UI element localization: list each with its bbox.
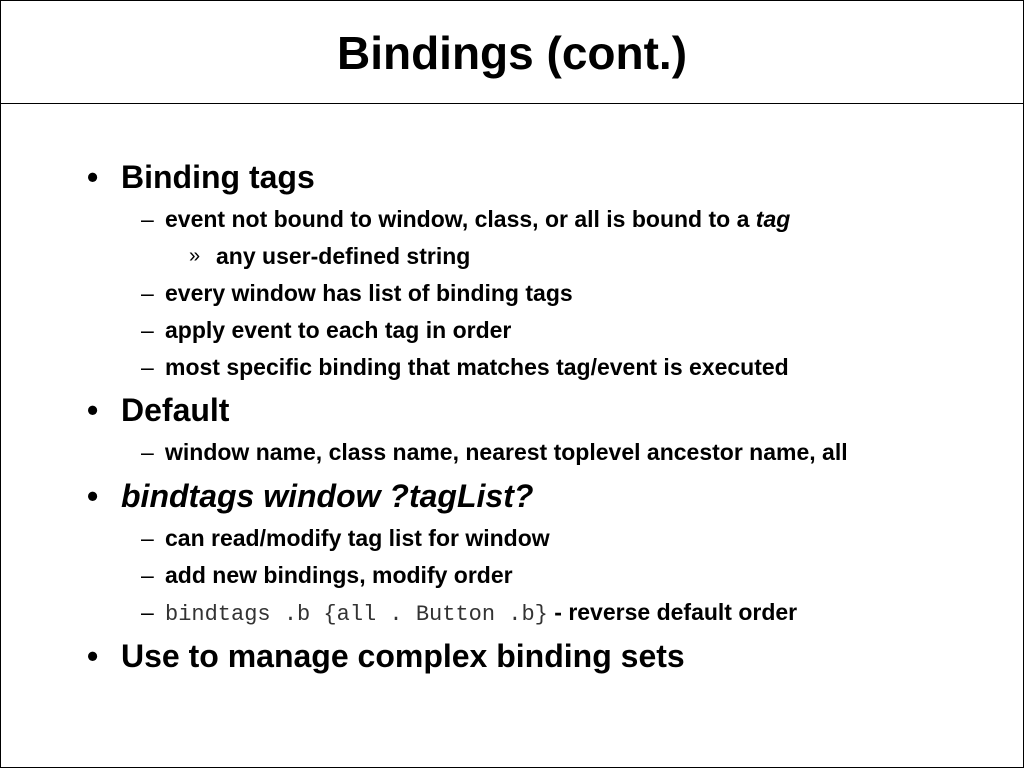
bullet-marker: • [87,159,99,195]
bullet-text: Binding tags [121,159,315,195]
dash-marker: – [141,562,154,588]
bullet-text: Use to manage complex binding sets [121,638,685,674]
dash-marker: – [141,439,154,465]
slide-title: Bindings (cont.) [336,27,688,79]
dash-marker: – [141,206,154,232]
chevron-marker: » [189,245,201,267]
code-snippet: bindtags .b {all . Button .b} [165,602,548,627]
bullet-text: bindtags window ?tagList? [121,478,534,514]
dash-marker: – [141,599,154,625]
bullet-text: Default [121,392,230,428]
title-bar: Bindings (cont.) [1,1,1023,104]
bullet-marker: • [87,638,99,674]
sub-sub-item-text: any user-defined string [216,243,471,269]
sub-item-text: event not bound to window, class, or all… [165,206,750,232]
sub-item-italic-text: tag [755,206,791,232]
sub-item-text: apply event to each tag in order [165,317,512,343]
bullet-marker: • [87,478,99,514]
dash-marker: – [141,317,154,343]
sub-item-text: window name, class name, nearest topleve… [165,439,848,465]
sub-item-text: can read/modify tag list for window [165,525,550,551]
bullet-marker: • [87,392,99,428]
sub-item-text: most specific binding that matches tag/e… [165,354,789,380]
dash-marker: – [141,354,154,380]
sub-item-text: add new bindings, modify order [165,562,513,588]
sub-item-text: every window has list of binding tags [165,280,573,306]
dash-marker: – [141,280,154,306]
sub-item-text: - reverse default order [554,599,798,625]
dash-marker: – [141,525,154,551]
